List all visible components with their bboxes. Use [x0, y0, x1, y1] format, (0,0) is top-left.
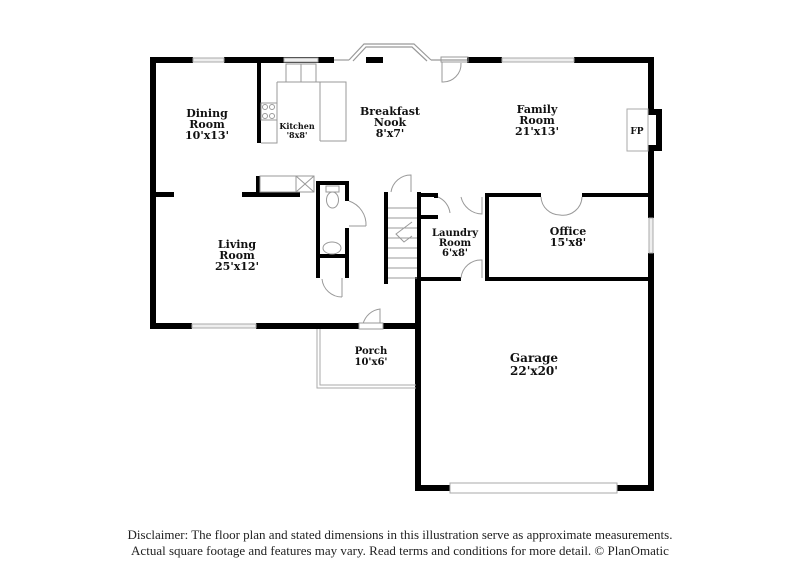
- laundry-room-label: Laundry: [432, 228, 479, 239]
- stairs: [388, 174, 417, 279]
- family-room-label: Family: [517, 103, 558, 116]
- family-room-label-2: Room: [519, 114, 555, 127]
- living-room-label-2: Room: [219, 249, 255, 262]
- office-label: Office: [550, 225, 587, 238]
- bay-window: [334, 43, 467, 62]
- disclaimer-line-2: Actual square footage and features may v…: [131, 543, 669, 558]
- walls: [150, 57, 662, 491]
- windows: [191, 57, 654, 494]
- family-room-dims: 21'x13': [515, 125, 559, 138]
- living-room-label: Living: [218, 238, 256, 251]
- laundry-room-label-2: Room: [439, 238, 472, 249]
- kitchen-fixtures: [259, 63, 347, 193]
- fireplace-label: FP: [630, 127, 643, 137]
- garage-label: Garage: [510, 351, 559, 365]
- garage-dims: 22'x20': [510, 364, 558, 378]
- dining-room-label: Dining: [186, 107, 228, 120]
- doors: [358, 56, 583, 330]
- kitchen-label: Kitchen: [279, 121, 314, 131]
- porch-label: Porch: [355, 346, 388, 357]
- breakfast-nook-label: Breakfast: [360, 105, 421, 118]
- dining-room-label-2: Room: [189, 118, 225, 131]
- disclaimer-line-1: Disclaimer: The floor plan and stated di…: [127, 527, 673, 542]
- porch-dims: 10'x6': [355, 357, 388, 368]
- powder-room-fixtures: [321, 185, 367, 298]
- laundry-room-dims: 6'x8': [442, 248, 468, 259]
- office-dims: 15'x8': [550, 236, 586, 249]
- dining-room-dims: 10'x13': [185, 129, 229, 142]
- porch-outline: [316, 329, 416, 389]
- breakfast-nook-dims: 8'x7': [376, 127, 405, 140]
- fireplace: [626, 108, 649, 152]
- breakfast-nook-label-2: Nook: [374, 116, 407, 129]
- living-room-dims: 25'x12': [215, 260, 259, 273]
- kitchen-dims: '8x8': [287, 130, 308, 140]
